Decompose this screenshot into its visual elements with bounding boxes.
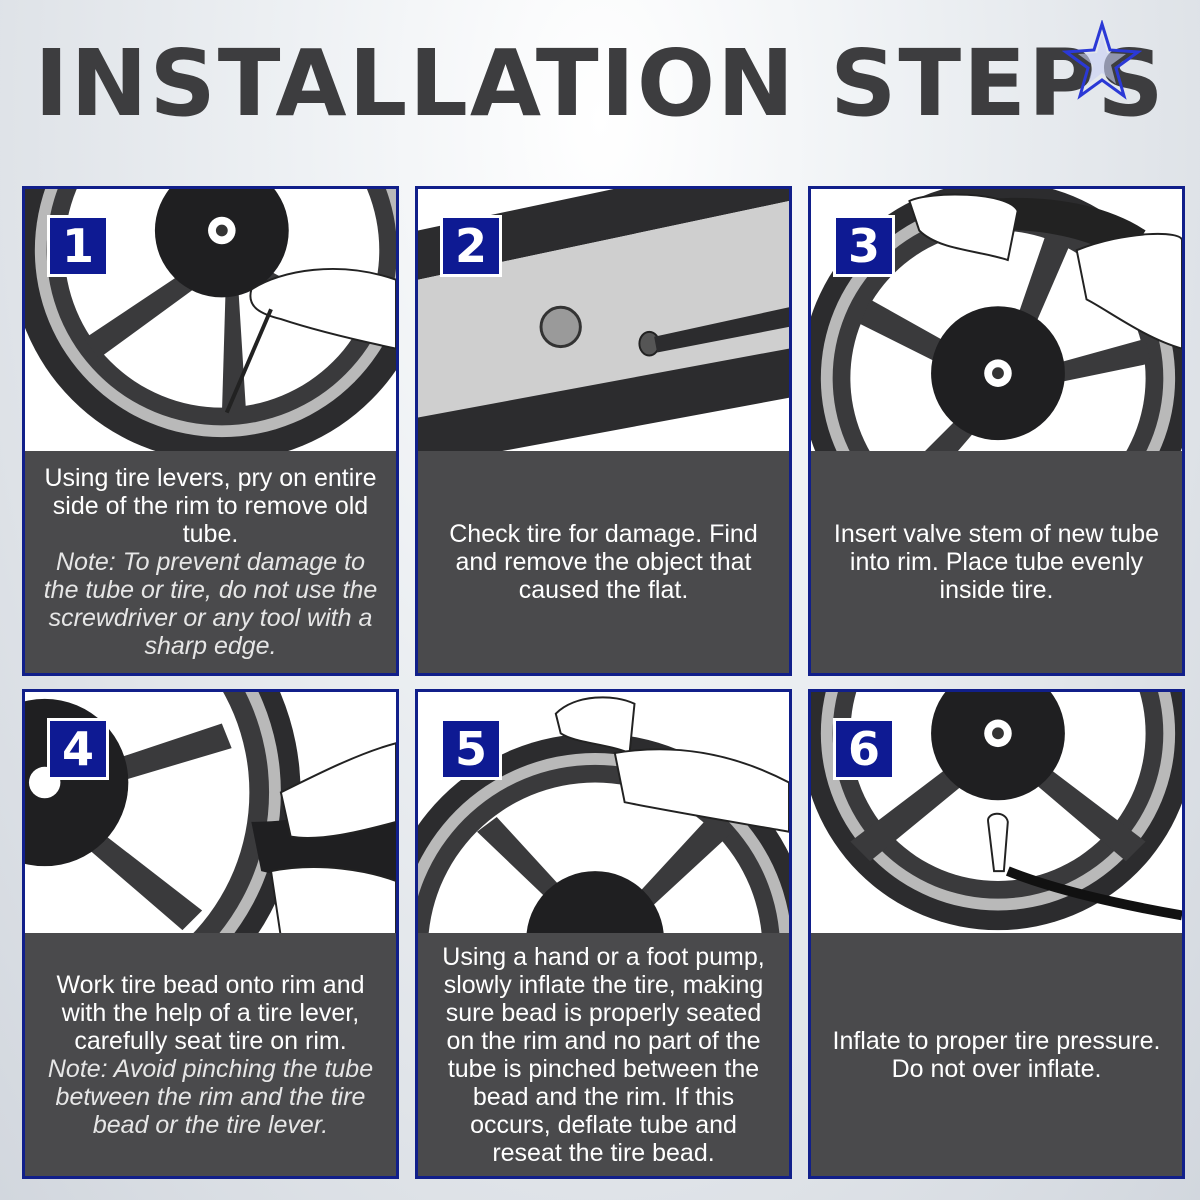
step-3-illustration: 3 (811, 189, 1182, 457)
step-2-illustration: 2 (418, 189, 789, 457)
step-5-illustration: 5 (418, 692, 789, 939)
step-6-text: Inflate to proper tire pressure. Do not … (832, 1026, 1161, 1083)
step-card-4: 4 Work tire bead onto rim and with the h… (22, 689, 399, 1179)
step-card-2: 2 Check tire for damage. Find and remove… (415, 186, 792, 676)
step-5-text: Using a hand or a foot pump, slowly infl… (442, 942, 765, 1167)
step-card-5: 5 Using a hand or a foot pump, slowly in… (415, 689, 792, 1179)
step-5-badge: 5 (440, 718, 502, 780)
step-1-caption: Using tire levers, pry on entire side of… (25, 451, 396, 673)
step-3-caption: Insert valve stem of new tube into rim. … (811, 451, 1182, 673)
step-1-text: Using tire levers, pry on entire side of… (44, 464, 377, 548)
step-2-caption: Check tire for damage. Find and remove t… (418, 451, 789, 673)
step-3-text: Insert valve stem of new tube into rim. … (833, 520, 1160, 604)
page-title: INSTALLATION STEPS (34, 30, 1166, 137)
step-3-badge: 3 (833, 215, 895, 277)
step-2-text: Check tire for damage. Find and remove t… (449, 520, 758, 604)
step-4-note: Note: Avoid pinching the tube between th… (47, 1054, 374, 1139)
step-1-illustration: 1 (25, 189, 396, 457)
step-card-3: 3 Insert valve stem of new tube into rim… (808, 186, 1185, 676)
step-4-badge: 4 (47, 718, 109, 780)
step-card-6: 6 Inflate to proper tire pressure. Do no… (808, 689, 1185, 1179)
step-6-badge: 6 (833, 718, 895, 780)
step-4-illustration: 4 (25, 692, 396, 939)
step-1-badge: 1 (47, 215, 109, 277)
step-card-1: 1 Using tire levers, pry on entire side … (22, 186, 399, 676)
step-6-illustration: 6 (811, 692, 1182, 939)
step-4-text: Work tire bead onto rim and with the hel… (56, 970, 365, 1055)
star-icon (1062, 20, 1142, 100)
step-4-caption: Work tire bead onto rim and with the hel… (25, 933, 396, 1176)
step-2-badge: 2 (440, 215, 502, 277)
step-6-caption: Inflate to proper tire pressure. Do not … (811, 933, 1182, 1176)
step-5-caption: Using a hand or a foot pump, slowly infl… (418, 933, 789, 1176)
step-1-note: Note: To prevent damage to the tube or t… (43, 548, 378, 660)
